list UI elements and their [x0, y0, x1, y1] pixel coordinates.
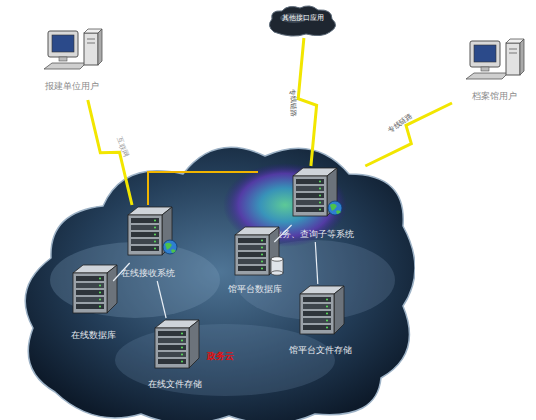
node-label: 在线文件存储	[132, 380, 218, 390]
edge-label: 互联网	[114, 135, 131, 158]
node-label: 馆平台数据库	[213, 285, 297, 295]
node-label: 馆平台文件存储	[276, 346, 364, 356]
lightning-link	[298, 38, 316, 166]
node-label: 在线数据库	[52, 331, 134, 341]
cloud-node: 其他接口应用	[266, 4, 340, 38]
user-terminal: 档案馆用户	[452, 35, 536, 110]
node-label: 报建单位用户	[22, 82, 122, 92]
server-node: 在线文件存储	[132, 318, 218, 392]
server-node: 馆平台文件存储	[276, 284, 364, 358]
cloud-region: 政务云业务、查询子等系统在线接收系统馆平台数据库在线数据库馆平台文件存储在线文件…	[15, 130, 415, 420]
server-node: 在线数据库	[52, 263, 134, 343]
edge-label: 专线链路	[288, 89, 299, 117]
node-label: 其他接口应用	[266, 15, 340, 23]
server-node: 馆平台数据库	[213, 225, 297, 297]
edge-label: 专线链路	[386, 111, 415, 136]
user-terminal: 报建单位用户	[22, 25, 122, 100]
node-label: 政务云	[207, 352, 234, 362]
node-label: 档案馆用户	[452, 92, 536, 102]
lightning-link	[365, 103, 452, 166]
